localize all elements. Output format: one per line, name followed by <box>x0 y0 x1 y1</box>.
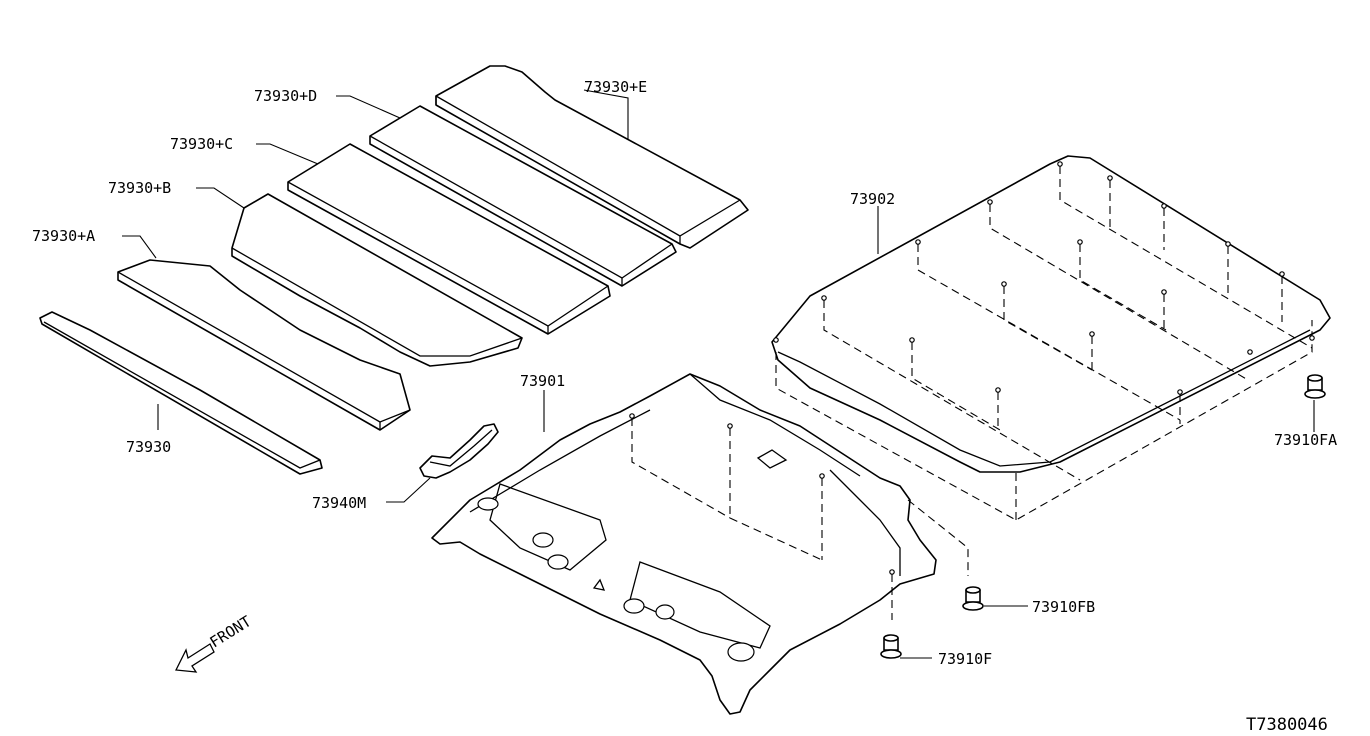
front-label: FRONT <box>207 612 255 651</box>
clip-73910fb[interactable] <box>962 586 984 611</box>
label-73910fb: 73910FB <box>1032 598 1095 616</box>
label-73930: 73930 <box>126 438 171 456</box>
label-73930-a: 73930+A <box>32 227 95 245</box>
assist-grip-73940m[interactable] <box>419 423 499 479</box>
label-73930-c: 73930+C <box>170 135 233 153</box>
leader-lines <box>122 89 1315 659</box>
trim-73930[interactable] <box>39 311 323 475</box>
label-73940m: 73940M <box>312 494 366 512</box>
label-73930-e: 73930+E <box>584 78 647 96</box>
pad-73930-a[interactable] <box>117 259 411 431</box>
clip-73910f[interactable] <box>880 634 902 659</box>
pad-73930-b[interactable] <box>231 193 523 367</box>
label-73930-d: 73930+D <box>254 87 317 105</box>
label-73910f: 73910F <box>938 650 992 668</box>
label-73930-b: 73930+B <box>108 179 171 197</box>
pad-73930-c[interactable] <box>287 143 611 335</box>
label-73901: 73901 <box>520 372 565 390</box>
front-arrow-icon <box>174 643 215 673</box>
label-73902: 73902 <box>850 190 895 208</box>
figure-id: T7380046 <box>1246 715 1328 735</box>
label-73910fa: 73910FA <box>1274 431 1337 449</box>
pad-73930-e[interactable] <box>435 65 749 249</box>
headlining-73901[interactable] <box>431 373 969 715</box>
clip-73910fa[interactable] <box>1304 374 1326 399</box>
roof-pad-73902[interactable] <box>771 155 1331 521</box>
pad-73930-d[interactable] <box>369 105 677 287</box>
